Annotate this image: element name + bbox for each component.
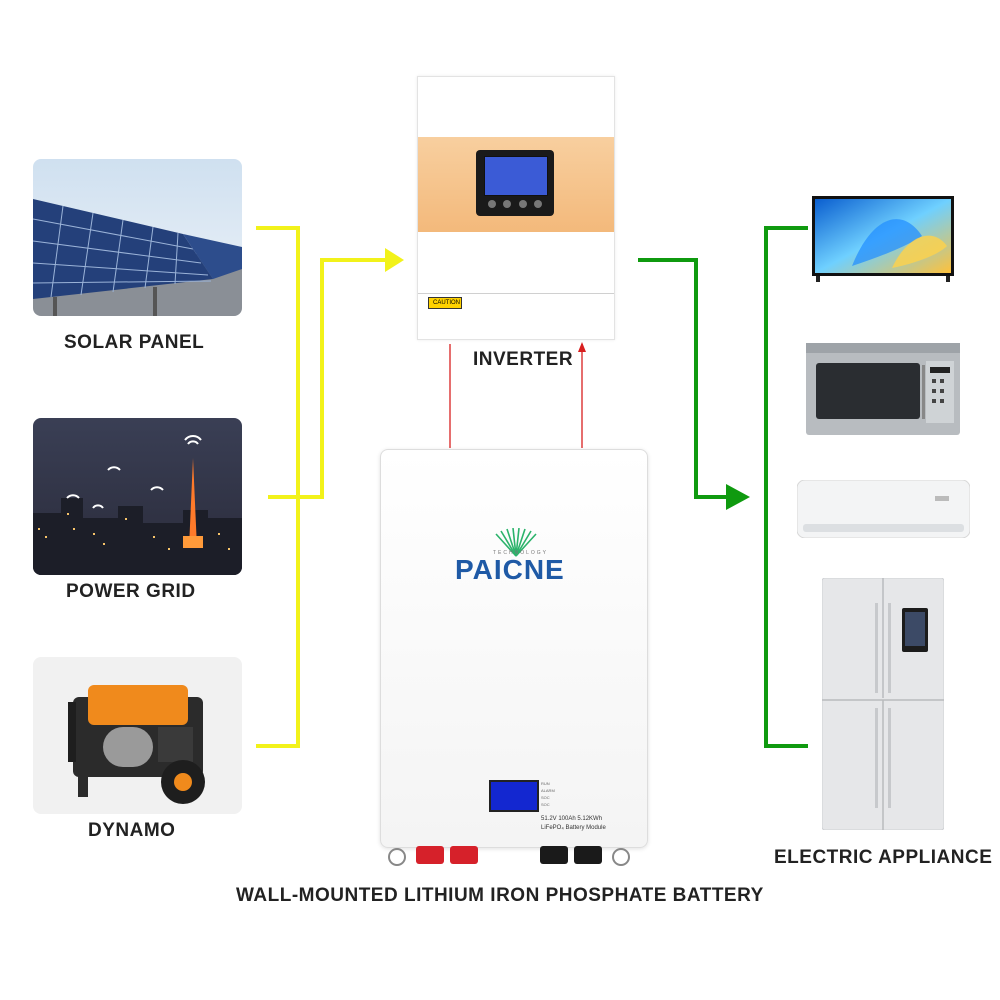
- battery-unit: TECHNOLOGY PAICNE RUN ALARM SOC SOC 51.2…: [380, 449, 648, 848]
- battery-link-arrow-head: [578, 342, 586, 352]
- sunburst-icon: [495, 528, 537, 557]
- power-grid-image: [33, 418, 242, 575]
- mount-bracket-left: [388, 848, 406, 866]
- led-soc-2: SOC: [541, 802, 550, 807]
- tv-image: [812, 196, 954, 282]
- inverter-unit: CAUTION: [417, 76, 615, 340]
- electric-appliance-label: ELECTRIC APPLIANCE: [774, 847, 993, 868]
- output-arrow-head: [726, 484, 750, 510]
- battery-leds: RUN ALARM SOC SOC: [541, 780, 581, 810]
- battery-label: WALL-MOUNTED LITHIUM IRON PHOSPHATE BATT…: [236, 885, 764, 906]
- inverter-label: INVERTER: [473, 349, 574, 370]
- led-run: RUN: [541, 781, 550, 786]
- positive-terminals: [416, 846, 480, 864]
- caution-text: CAUTION: [433, 300, 460, 306]
- inverter-caution-sticker: CAUTION: [428, 297, 462, 309]
- air-conditioner-image: [797, 480, 970, 538]
- dynamo-label: DYNAMO: [88, 820, 176, 841]
- led-alarm: ALARM: [541, 788, 555, 793]
- solar-panel-image: [33, 159, 242, 316]
- mount-bracket-right: [612, 848, 630, 866]
- brand-small: TECHNOLOGY: [493, 550, 549, 556]
- dynamo-image: [33, 657, 242, 814]
- input-arrow-head: [385, 248, 404, 272]
- led-soc-1: SOC: [541, 795, 550, 800]
- inverter-buttons: [488, 200, 542, 208]
- paicne-logo: TECHNOLOGY PAICNE: [451, 528, 581, 585]
- microwave-image: [806, 343, 960, 435]
- power-grid-label: POWER GRID: [66, 581, 196, 602]
- input-bus: [256, 226, 387, 748]
- inverter-lcd-screen: [484, 156, 548, 196]
- battery-spec-1: 51.2V 100Ah 5.12KWh: [541, 816, 603, 822]
- output-bus: [638, 226, 808, 748]
- battery-links: [449, 344, 583, 448]
- negative-terminals: [540, 846, 604, 864]
- refrigerator-image: [822, 578, 944, 830]
- battery-display: [489, 780, 539, 812]
- battery-spec-2: LiFePO₄ Battery Module: [541, 825, 606, 831]
- brand-name: PAICNE: [455, 554, 565, 585]
- inverter-display: [476, 150, 554, 216]
- solar-panel-label: SOLAR PANEL: [64, 332, 205, 353]
